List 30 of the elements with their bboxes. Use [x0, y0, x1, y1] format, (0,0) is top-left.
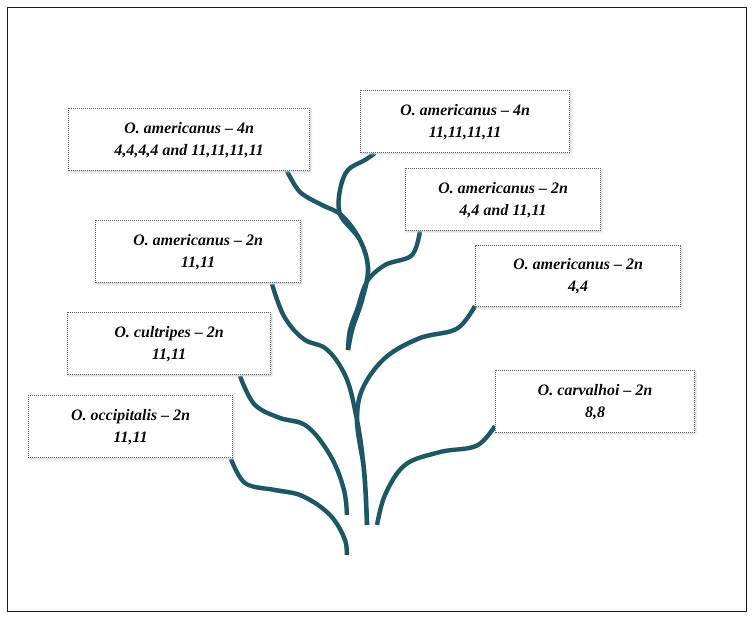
label-box — [475, 245, 681, 307]
chromosome-numbers: 11,11 — [152, 344, 186, 364]
species-label: O. carvalhoi – 2n — [538, 380, 652, 400]
label-box — [68, 108, 310, 171]
species-label: O. americanus – 4n — [124, 118, 254, 138]
branch-line — [374, 424, 497, 526]
label-box — [67, 312, 271, 375]
chromosome-numbers: 11,11,11,11 — [428, 122, 502, 142]
branch-line — [346, 230, 422, 350]
species-label: O. americanus – 2n — [438, 178, 568, 198]
branch-line — [228, 458, 350, 556]
species-label: O. americanus – 2n — [133, 230, 263, 250]
chromosome-numbers: 8,8 — [585, 402, 605, 422]
chromosome-numbers: 11,11 — [180, 252, 216, 272]
species-label: O. cultripes – 2n — [114, 322, 224, 342]
species-label: O. americanus – 4n — [400, 100, 530, 120]
chromosome-numbers: 4,4 — [568, 277, 588, 297]
label-box — [495, 370, 695, 433]
species-label: O. occipitalis – 2n — [70, 406, 190, 426]
chromosome-numbers: 4,4,4,4 and 11,11,11,11 — [114, 140, 264, 160]
chromosome-numbers: 11,11 — [113, 428, 148, 448]
branch-line — [336, 151, 376, 350]
branch-line — [354, 304, 477, 526]
branch-line — [238, 375, 350, 516]
label-box — [405, 168, 601, 231]
chromosome-numbers: 4,4 and 11,11 — [459, 200, 547, 220]
label-box — [360, 90, 570, 153]
species-label: O. americanus – 2n — [513, 255, 643, 275]
label-box — [28, 395, 233, 458]
label-box — [95, 220, 301, 283]
